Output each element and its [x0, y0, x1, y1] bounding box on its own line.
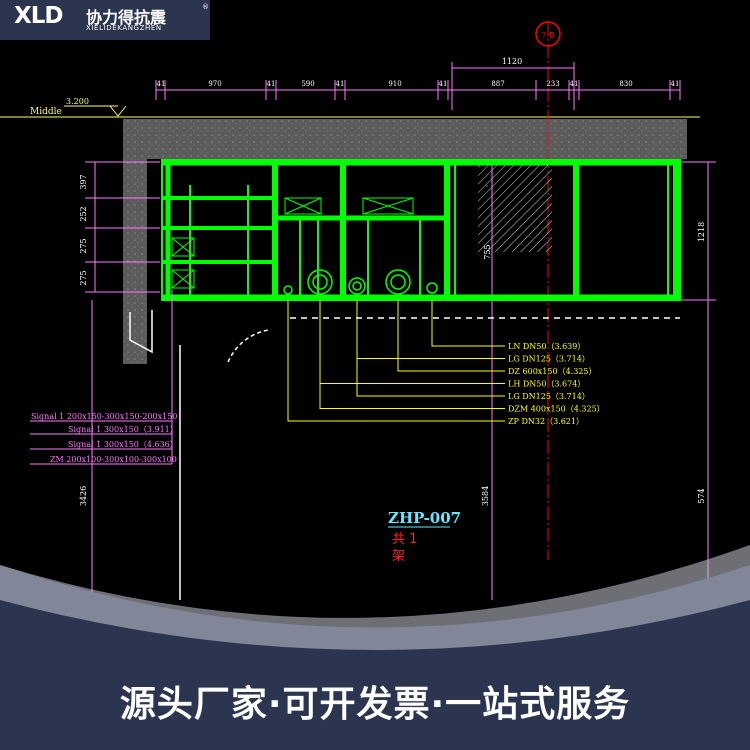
- bottom-dim-3: 574: [697, 488, 706, 503]
- left-label-2: Signal 1 300x150（3.911）: [68, 425, 178, 434]
- left-dim-3: 275: [79, 238, 88, 253]
- brand-name: 协力得抗震: [86, 8, 167, 27]
- brand-logo: XLD: [14, 3, 63, 29]
- ducts: [171, 197, 414, 289]
- bottom-dimensions: 3426 3584 574: [79, 300, 706, 600]
- right-dimension: 1218: [680, 161, 716, 600]
- support-tag-code: ZHP-007: [388, 509, 461, 527]
- pipe-label: DZ 600x150（4.325）: [508, 367, 596, 376]
- top-dim-label: 233: [546, 80, 559, 88]
- registered-mark: ®: [202, 3, 209, 11]
- top-dim-label: 970: [208, 80, 221, 88]
- pipes: [283, 269, 438, 295]
- svg-text:·: ·: [483, 185, 492, 188]
- axis-bubble: [535, 21, 561, 47]
- level-triangle: [109, 105, 127, 117]
- left-dimensions: 397 252 275 275: [79, 161, 160, 293]
- left-annotations: Signal 1 200x150-300x150-200x150 Signal …: [30, 290, 178, 465]
- pipe-leader-line: [356, 300, 505, 359]
- left-label-3: Signal 1 300x150（4.636）: [68, 440, 178, 449]
- support-tag-line-1: 共 1: [392, 532, 417, 547]
- pipe-label: DZM 400x150（4.325）: [508, 405, 605, 414]
- top-dim-label: 830: [619, 80, 632, 88]
- top-dim-label: 887: [491, 80, 504, 88]
- pipe-label: ZP DN32（3.621）: [508, 417, 584, 426]
- pipe-leader-line: [319, 300, 505, 409]
- wall-outlines: [129, 310, 680, 600]
- left-dim-1: 397: [79, 174, 88, 189]
- top-dim-label: 41: [570, 80, 579, 88]
- top-dim-label: 41: [671, 80, 680, 88]
- top-dim-label: 910: [388, 80, 401, 88]
- left-label-1: Signal 1 200x150-300x150-200x150: [31, 412, 177, 421]
- pipe-leader-line: [431, 300, 505, 347]
- level-name: Middle: [30, 107, 62, 117]
- pipe-leader-line: [397, 300, 505, 372]
- support-tag-line-2: 架: [392, 549, 405, 564]
- top-dim-label: 41: [267, 80, 276, 88]
- top-dim-label: 41: [439, 80, 448, 88]
- pipe-label: LG DN125（3.714）: [508, 392, 590, 401]
- pipe-leader-line: [356, 300, 505, 397]
- mid-dim: 755: [483, 244, 492, 259]
- banner-slogan: 源头厂家·可开发票·一站式服务: [119, 684, 631, 725]
- brand-subtitle: XIELIDEKANGZHEN: [86, 24, 162, 32]
- pipe-label: LG DN125（3.714）: [508, 355, 590, 364]
- brand-header: XLD 协力得抗震 XIELIDEKANGZHEN ®: [0, 0, 210, 40]
- pipe-label: LH DN50（3.674）: [508, 380, 585, 389]
- top-dim-label: 41: [157, 80, 166, 88]
- pipe-leaders: [287, 300, 505, 422]
- axis-label: 7-B: [541, 31, 555, 40]
- pipe-label: LN DN50（3.639）: [508, 342, 585, 351]
- bottom-dim-1: 3426: [79, 486, 88, 506]
- top-dim-label: 41: [336, 80, 345, 88]
- pipe-labels: LN DN50（3.639） LG DN125（3.714） DZ 600x150（…: [508, 342, 605, 426]
- banner-background: [0, 565, 750, 750]
- dim-1120: 1120: [502, 57, 522, 66]
- seismic-support-frame: [161, 159, 681, 301]
- bottom-dim-2: 3584: [481, 486, 490, 506]
- top-dim-label: 590: [301, 80, 314, 88]
- right-dim: 1218: [697, 222, 706, 242]
- left-dim-4: 275: [79, 270, 88, 285]
- level-value: 3.200: [66, 97, 89, 106]
- top-dimensions: 1120 41 970 41 590 41 910 41 887 233 41 830 41: [155, 57, 681, 110]
- pipe-leader-line: [287, 300, 505, 422]
- left-label-4: ZM 200x100-300x100-300x100: [50, 455, 177, 464]
- left-dim-2: 252: [79, 206, 88, 221]
- concrete-slab: [123, 119, 687, 159]
- hatched-block: [478, 162, 552, 252]
